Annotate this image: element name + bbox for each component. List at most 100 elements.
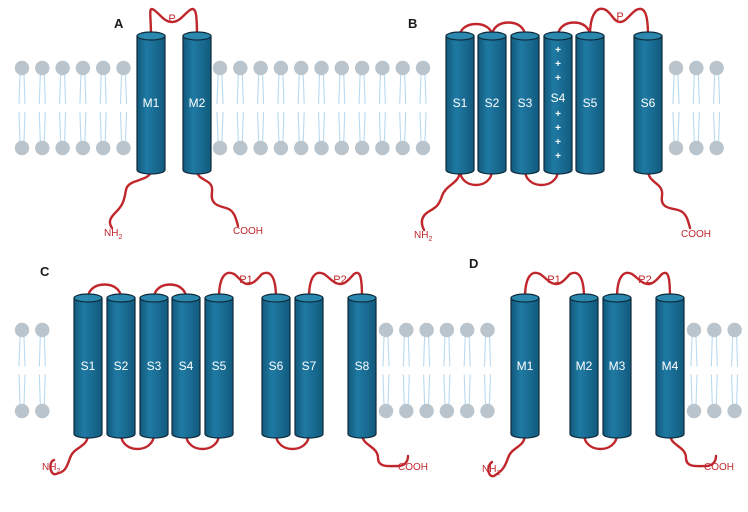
lipid-tail-upper	[277, 74, 285, 105]
helix-label: S3	[518, 96, 533, 110]
lipid-head-outer	[14, 322, 30, 338]
panel-b-pore-loop	[588, 7, 650, 38]
helix-top-cap	[106, 293, 136, 303]
s4-charge-plus: +	[555, 109, 561, 120]
lipid-tail-lower	[692, 111, 700, 142]
lipid-tail-upper	[378, 74, 386, 105]
lipid-head-inner	[273, 140, 289, 156]
panel-d-n-terminal-tail	[487, 432, 527, 478]
helix-label: M1	[517, 359, 534, 373]
lipid-head-inner	[354, 140, 370, 156]
lipid-tail-upper	[119, 74, 128, 105]
lipid-tail-lower	[483, 374, 492, 405]
lipid-tail-lower	[710, 374, 718, 405]
lipid-tail-upper	[713, 74, 721, 105]
helix-label: S4	[551, 91, 566, 105]
lipid-head-outer	[709, 60, 724, 76]
helix-body	[633, 35, 663, 175]
lipid-tail-lower	[690, 374, 698, 405]
s4-charge-plus: +	[555, 45, 561, 56]
helix-top-cap	[73, 293, 103, 303]
helix-label: S4	[179, 359, 194, 373]
helix-top-cap	[136, 31, 166, 41]
panel-b-helix-s5: S5	[575, 31, 605, 175]
lipid-head-outer	[334, 60, 349, 76]
lipid-head-inner	[707, 403, 722, 419]
lipid-tail-lower	[277, 111, 285, 142]
lipid-tail-upper	[358, 74, 366, 105]
panel-b-c-terminal-tail	[646, 168, 692, 230]
lipid-tail-upper	[59, 74, 67, 105]
lipid-tail-lower	[18, 111, 26, 142]
lipid-head-outer	[686, 322, 702, 338]
panel-a-n-terminal-tail	[108, 168, 153, 230]
panel-b-c-terminus: COOH	[681, 229, 711, 240]
helix-top-cap	[139, 293, 169, 303]
helix-top-cap	[294, 293, 324, 303]
helix-top-cap	[445, 31, 475, 41]
panel-d-pore-label-1: P1	[547, 274, 560, 286]
panel-c-helix-s2: S2	[106, 293, 136, 439]
lipid-tail-upper	[99, 74, 107, 105]
lipid-head-outer	[689, 60, 704, 76]
lipid-bilayers	[14, 60, 742, 419]
helix-label: M4	[662, 359, 679, 373]
lipid-tail-upper	[297, 74, 305, 105]
lipid-tail-upper	[710, 336, 718, 367]
helix-label: S8	[355, 359, 370, 373]
helix-label: S6	[269, 359, 284, 373]
lipid-tail-lower	[382, 374, 390, 405]
helix-top-cap	[510, 31, 540, 41]
helix-label: S6	[641, 96, 656, 110]
lipid-tail-upper	[443, 336, 451, 367]
helix-body	[543, 35, 573, 175]
lipid-tail-upper	[382, 336, 390, 367]
lipid-head-outer	[212, 60, 228, 76]
panel-b-helix-s2: S2	[477, 31, 507, 175]
bilayer-c-left	[14, 322, 50, 419]
helix-label: S1	[81, 359, 96, 373]
panel-a-c-terminus: COOH	[233, 226, 263, 237]
panel-b-helix-s1: S1	[445, 31, 475, 175]
panel-a-n-terminus: NH2	[104, 228, 122, 241]
helix-top-cap	[655, 293, 685, 303]
helix-body	[575, 35, 605, 175]
lipid-head-inner	[55, 140, 70, 156]
lipid-head-outer	[439, 322, 455, 338]
helix-label: S5	[583, 96, 598, 110]
helix-top-cap	[477, 31, 507, 41]
panel-c-loop-s2-s3-intra	[119, 432, 156, 451]
lipid-tail-lower	[59, 111, 67, 142]
lipid-tail-upper	[18, 336, 26, 367]
panel-d-pore-label-2: P2	[638, 274, 651, 286]
lipid-tail-lower	[317, 111, 326, 142]
labels-layer: A B C D P NH2 COOH P NH2 COOH P1 P2 NH2 …	[40, 11, 734, 477]
panel-c-helix-s8: S8	[347, 293, 377, 439]
lipid-head-outer	[415, 60, 431, 76]
helix-body	[261, 297, 291, 439]
lipid-head-inner	[689, 140, 704, 156]
lipid-head-inner	[460, 403, 475, 419]
lipid-tail-upper	[690, 336, 698, 367]
lipid-tail-lower	[672, 111, 680, 142]
lipid-head-inner	[14, 403, 30, 419]
helix-top-cap	[569, 293, 599, 303]
lipid-tail-upper	[317, 74, 326, 105]
helix-label: M2	[189, 96, 206, 110]
panel-a-pore-label: P	[168, 13, 175, 25]
panel-b-n-terminus: NH2	[414, 230, 432, 243]
lipid-head-inner	[35, 403, 50, 419]
panel-c-c-terminal-tail	[360, 432, 410, 468]
lipid-head-inner	[378, 403, 394, 419]
helix-top-cap	[204, 293, 234, 303]
panel-b-loop-s3-s4-intra	[523, 168, 560, 187]
s4-charge-plus: +	[555, 73, 561, 84]
panel-c-loop-s4-s5-intra	[184, 432, 221, 451]
s4-charge-plus: +	[555, 123, 561, 134]
lipid-head-outer	[395, 60, 410, 76]
panel-d-helix-m4: M4	[655, 293, 685, 439]
helix-body	[182, 35, 212, 175]
lipid-head-inner	[334, 140, 349, 156]
helix-body	[477, 35, 507, 175]
